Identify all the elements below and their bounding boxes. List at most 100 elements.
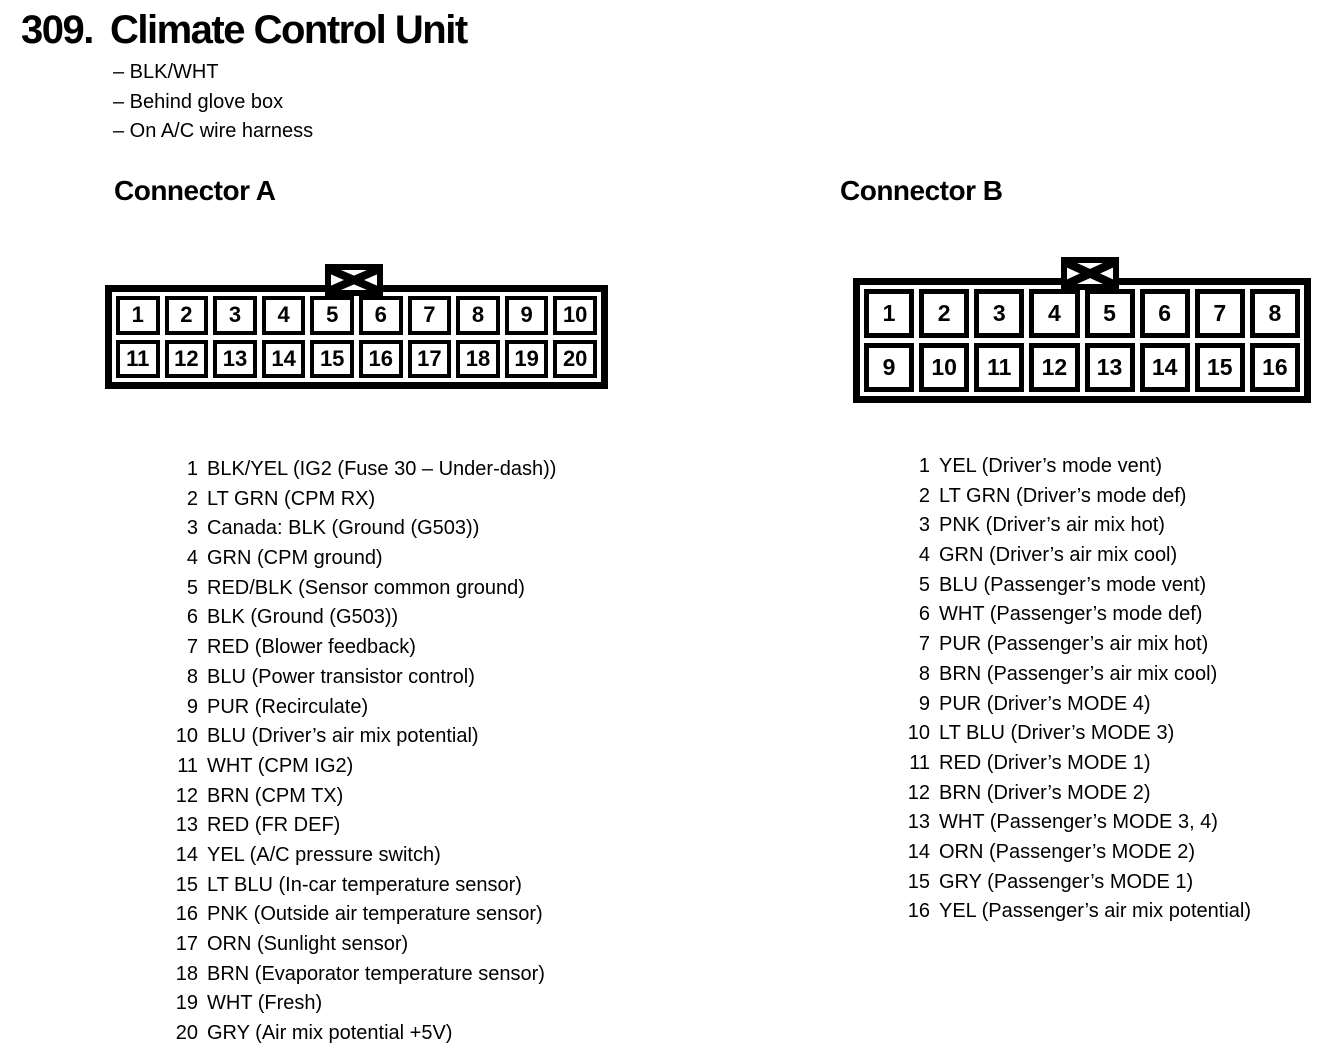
pin-cell: 3 xyxy=(974,289,1025,338)
pin-description: BLK/YEL (IG2 (Fuse 30 – Under-dash)) xyxy=(207,458,557,480)
pin-row: 12 BRN (Driver’s MODE 2) xyxy=(900,779,1251,809)
pin-cell: 13 xyxy=(1084,343,1135,392)
pin-cell: 10 xyxy=(919,343,970,392)
pin-number: 8 xyxy=(918,662,930,685)
pin-number: 7 xyxy=(918,633,930,656)
pin-description: GRN (CPM ground) xyxy=(207,547,383,570)
pin-number: 3 xyxy=(918,514,930,537)
pin-number: 5 xyxy=(918,573,930,596)
pin-number: 6 xyxy=(186,606,198,629)
pin-description: PUR (Driver’s MODE 4) xyxy=(939,692,1151,715)
pin-number: 4 xyxy=(918,544,930,567)
section-number: 309. xyxy=(21,8,94,52)
pin-description: GRN (Driver’s air mix cool) xyxy=(939,544,1178,567)
pin-description: PNK (Outside air temperature sensor) xyxy=(207,903,543,926)
pin-row: 4 GRN (CPM ground) xyxy=(170,544,556,574)
pin-cell: 9 xyxy=(504,296,549,335)
location-notes: – BLK/WHT – Behind glove box – On A/C wi… xyxy=(113,58,313,147)
pin-cell: 1 xyxy=(864,289,915,338)
connector-a-pin-grid: 1 2 3 4 5 6 7 8 9 10 11 12 xyxy=(112,292,601,382)
pin-number: 11 xyxy=(909,751,930,774)
pin-cell: 14 xyxy=(1139,343,1190,392)
pin-cell: 16 xyxy=(358,339,403,378)
pin-row: 15 LT BLU (In-car temperature sensor) xyxy=(170,871,556,901)
pin-number: 11 xyxy=(177,754,198,777)
pin-number: 6 xyxy=(918,603,930,626)
pin-cell: 7 xyxy=(1194,289,1245,338)
pin-number: 20 xyxy=(175,1022,198,1045)
pin-number: 3 xyxy=(186,517,198,540)
pin-description: LT GRN (CPM RX) xyxy=(207,487,376,510)
pin-row: 9 PUR (Driver’s MODE 4) xyxy=(900,690,1251,720)
pin-number: 18 xyxy=(175,962,198,985)
connector-a-diagram: 1 2 3 4 5 6 7 8 9 10 11 12 xyxy=(105,264,608,389)
pin-description: YEL (Passenger’s air mix potential) xyxy=(939,900,1251,923)
pin-number: 16 xyxy=(175,903,198,926)
pin-description: LT GRN (Driver’s mode def) xyxy=(939,484,1187,507)
pin-number: 15 xyxy=(175,873,198,896)
pin-cell: 19 xyxy=(504,339,549,378)
note-line: – Behind glove box xyxy=(113,90,284,113)
pin-description: PNK (Driver’s air mix hot) xyxy=(939,514,1165,537)
pin-row: 12 BRN (CPM TX) xyxy=(170,782,556,812)
pin-number: 12 xyxy=(907,781,930,804)
connector-key-icon xyxy=(1061,257,1119,290)
pin-cell: 15 xyxy=(310,339,354,378)
pin-description: WHT (CPM IG2) xyxy=(207,754,354,777)
pin-description: RED (Blower feedback) xyxy=(207,636,416,659)
pin-cell: 14 xyxy=(261,339,306,378)
pin-number: 16 xyxy=(907,900,930,923)
pin-description: BRN (Driver’s MODE 2) xyxy=(939,781,1151,804)
page-title: Climate Control Unit xyxy=(110,8,468,52)
pin-cell: 4 xyxy=(1029,289,1080,338)
pin-cell: 10 xyxy=(553,296,597,335)
pin-number: 9 xyxy=(918,692,930,715)
pin-description: BLU (Power transistor control) xyxy=(207,665,475,688)
pin-row: 18 BRN (Evaporator temperature sensor) xyxy=(170,960,556,990)
pin-cell: 3 xyxy=(213,296,257,335)
connector-key-icon xyxy=(325,264,383,296)
connector-b-heading: Connector B xyxy=(840,175,1003,206)
pin-cell: 1 xyxy=(116,296,160,335)
pin-number: 1 xyxy=(918,455,930,477)
pin-cell: 5 xyxy=(1084,289,1135,338)
pin-description: BLU (Driver’s air mix potential) xyxy=(207,725,479,748)
pin-description: ORN (Sunlight sensor) xyxy=(207,933,409,955)
pin-cell: 4 xyxy=(261,296,306,335)
pin-number: 12 xyxy=(175,784,198,807)
pin-row: 3 PNK (Driver’s air mix hot) xyxy=(900,511,1251,541)
pin-description: Canada: BLK (Ground (G503)) xyxy=(207,517,480,540)
pin-row: 11 WHT (CPM IG2) xyxy=(170,752,556,782)
pin-description: YEL (A/C pressure switch) xyxy=(207,843,441,866)
pin-description: BRN (CPM TX) xyxy=(207,784,344,807)
pin-cell: 12 xyxy=(164,339,209,378)
pin-cell: 12 xyxy=(1029,343,1080,392)
pin-number: 13 xyxy=(175,814,198,837)
pin-description: LT BLU (In-car temperature sensor) xyxy=(207,873,522,896)
pin-description: BRN (Evaporator temperature sensor) xyxy=(207,962,545,985)
pin-cell: 11 xyxy=(974,343,1025,392)
pin-cell: 5 xyxy=(310,296,354,335)
pin-row: 3 Canada: BLK (Ground (G503)) xyxy=(170,514,556,544)
pin-number: 13 xyxy=(907,811,930,834)
pin-row: 4 GRN (Driver’s air mix cool) xyxy=(900,541,1251,571)
pin-number: 4 xyxy=(186,547,198,570)
pin-cell: 8 xyxy=(1249,289,1300,338)
pin-cell: 20 xyxy=(553,339,597,378)
pin-description: PUR (Recirculate) xyxy=(207,695,369,718)
pin-row: 16 YEL (Passenger’s air mix potential) xyxy=(900,897,1251,927)
